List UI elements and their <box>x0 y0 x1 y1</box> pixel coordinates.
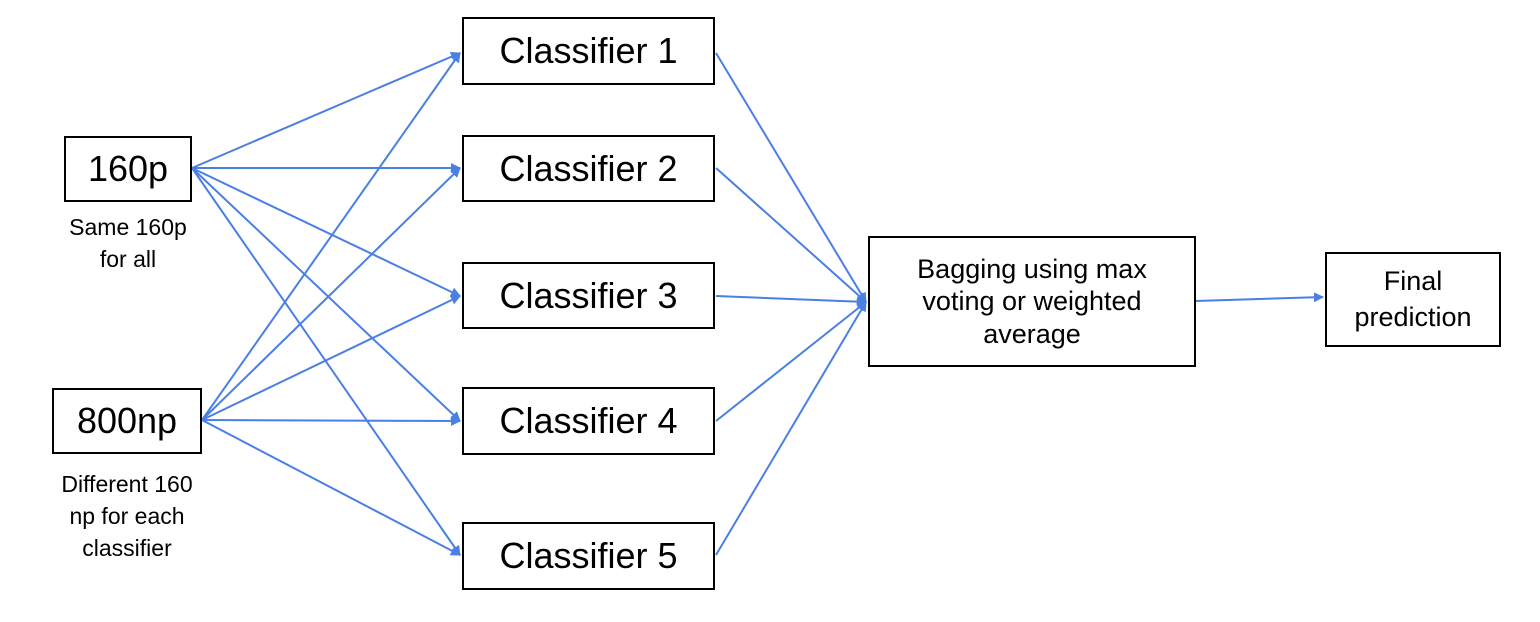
positive-samples-label: 160p <box>87 148 169 189</box>
edge-classifier-to-aggregator <box>715 301 867 422</box>
classifier-node: Classifier 2 <box>462 135 715 202</box>
negative-samples-node: 800np <box>52 388 202 454</box>
edge-positive-to-classifier <box>191 167 461 422</box>
classifier-label: Classifier 2 <box>499 147 678 189</box>
edge-classifier-to-aggregator <box>715 167 867 303</box>
classifier-label: Classifier 4 <box>499 400 678 441</box>
classifier-node: Classifier 3 <box>462 262 715 329</box>
edge-negative-to-classifier <box>201 415 461 426</box>
edge-positive-to-classifier <box>191 167 461 297</box>
edge-negative-to-classifier <box>201 52 461 421</box>
classifier-node: Classifier 4 <box>462 387 715 455</box>
positive-samples-node: 160p <box>64 136 192 202</box>
edge-positive-to-classifier <box>191 51 461 169</box>
edge-aggregator-to-final <box>1195 292 1324 303</box>
edge-classifier-to-aggregator <box>715 295 867 307</box>
classifier-label: Classifier 1 <box>499 30 678 71</box>
classifier-node: Classifier 1 <box>462 17 715 85</box>
bagging-aggregator-node: Bagging using max voting or weighted ave… <box>868 236 1196 367</box>
classifier-node: Classifier 5 <box>462 522 715 590</box>
classifier-label: Classifier 5 <box>499 535 678 576</box>
negative-samples-label: 800np <box>76 400 178 441</box>
edge-negative-to-classifier <box>201 167 461 421</box>
classifier-label: Classifier 3 <box>499 274 678 316</box>
negative-samples-caption: Different 160 np for each classifier <box>61 471 193 562</box>
positive-samples-caption: Same 160p for all <box>69 214 187 273</box>
edge-classifier-to-aggregator <box>715 52 867 303</box>
bagging-aggregator-label: Bagging using max voting or weighted ave… <box>917 253 1147 349</box>
edge-classifier-to-aggregator <box>715 301 867 556</box>
final-prediction-label: Final prediction <box>1354 266 1472 332</box>
final-prediction-node: Final prediction <box>1325 252 1501 347</box>
edge-negative-to-classifier <box>201 295 461 421</box>
edge-negative-to-classifier <box>201 419 461 556</box>
